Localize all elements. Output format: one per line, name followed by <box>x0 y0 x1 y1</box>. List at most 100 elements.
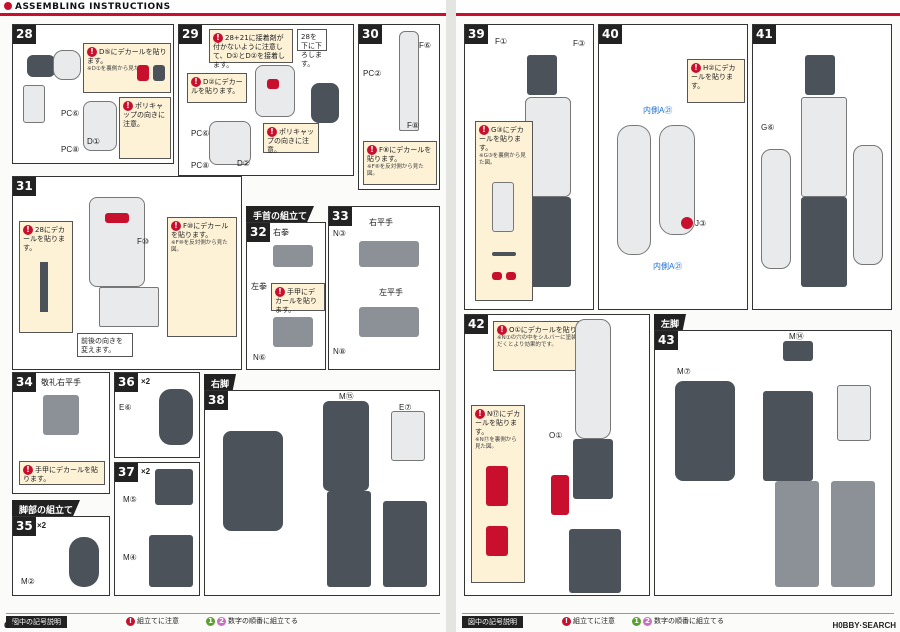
attention-icon: ! <box>367 145 377 155</box>
step-number: 38 <box>205 391 228 410</box>
part-shape <box>273 245 313 267</box>
step-30-panel: 30 F⑥ PC② F⑧ !F⑧にデカールを貼ります。※F⑧を反対側から見た図。 <box>358 24 440 190</box>
orientation-note: 前後の向きを変えます。 <box>77 333 133 357</box>
attention-icon: ! <box>497 325 507 335</box>
part-shape <box>527 55 557 95</box>
order-two-icon: 2 <box>643 617 652 626</box>
decal-swatch <box>506 272 516 280</box>
legend-title: 図中の記号説明 <box>462 616 523 628</box>
step-36-panel: 36 ×2 E⑥ <box>114 372 200 458</box>
part-shape <box>783 341 813 361</box>
decal-swatch <box>40 262 48 312</box>
part-shape <box>327 491 371 587</box>
step-number: 42 <box>465 315 488 334</box>
legend-item: !組立てに注意 <box>126 616 179 626</box>
page-number: 07 <box>4 621 16 630</box>
glue-note: !28+21に接着剤が付かないように注意して、D①とD②を接着します。 <box>209 29 293 69</box>
step-number: 29 <box>179 25 202 44</box>
section-heading: 手首の組立て <box>246 206 315 225</box>
part-shape <box>853 145 883 265</box>
step-39-panel: 39 !G③にデカールを貼ります。※G③を裏側から見た図。 F① F③ <box>464 24 594 310</box>
step-number: 35 <box>13 517 36 536</box>
step-31-panel: 31 !28にデカールを貼ります。 !F⑩にデカールを貼ります。※F⑩を反対側か… <box>12 176 242 370</box>
step-43-panel: 43 M⑭ M⑦ <box>654 330 892 596</box>
side-note: 28を下に下ろします。 <box>297 29 327 68</box>
part-shape <box>69 537 99 587</box>
part-shape <box>311 83 339 123</box>
step-number: 32 <box>247 223 270 242</box>
part-shape <box>323 401 369 491</box>
part-shape <box>209 121 251 165</box>
order-one-icon: 1 <box>206 617 215 626</box>
decal-swatch <box>267 79 279 89</box>
step-number: 37 <box>115 463 138 482</box>
polycap-note: !ポリキャップの向きに注意。 <box>119 97 171 159</box>
part-shape <box>27 55 55 77</box>
part-shape <box>83 101 117 151</box>
step-37-panel: 37 ×2 M⑤ M④ <box>114 462 200 596</box>
part-shape <box>837 385 871 441</box>
decal-swatch <box>137 65 149 81</box>
part-shape <box>775 481 819 587</box>
step-number: 36 <box>115 373 138 392</box>
part-shape <box>551 475 569 515</box>
attention-icon: ! <box>87 47 97 57</box>
decal-note: !H②にデカールを貼ります。 <box>687 59 745 103</box>
part-shape <box>801 97 847 197</box>
decal-swatch <box>153 65 165 81</box>
attention-icon: ! <box>126 617 135 626</box>
part-shape <box>359 241 419 267</box>
part-shape <box>99 287 159 327</box>
decal-note: !D②にデカールを貼ります。 <box>187 73 247 103</box>
attention-icon: ! <box>191 77 201 87</box>
part-shape <box>223 431 283 531</box>
step-number: 39 <box>465 25 488 44</box>
right-page: 39 !G③にデカールを貼ります。※G③を裏側から見た図。 F① F③ 40 !… <box>456 0 900 632</box>
gutter <box>446 0 456 632</box>
order-two-icon: 2 <box>217 617 226 626</box>
part-shape <box>159 389 193 445</box>
part-shape <box>391 411 425 461</box>
decal-note: !N⑰にデカールを貼ります。※N⑰を裏側から見た図。 <box>471 405 525 583</box>
step-number: 41 <box>753 25 776 44</box>
decal-note: !28にデカールを貼ります。 <box>19 221 73 333</box>
step-32-panel: 32 右拳 左拳 !手甲にデカールを貼ります。 N⑥ <box>246 222 326 370</box>
attention-icon: ! <box>691 63 701 73</box>
part-shape <box>89 197 145 287</box>
decal-swatch <box>492 272 502 280</box>
polycap-note: !ポリキャップの向きに注意。 <box>263 123 319 154</box>
part-shape <box>53 50 81 80</box>
decal-note: !F⑧にデカールを貼ります。※F⑧を反対側から見た図。 <box>363 141 437 185</box>
left-page: ASSEMBLING INSTRUCTIONS 28 !D⑤にデカールを貼ります… <box>0 0 446 632</box>
step-41-panel: 41 G⑥ <box>752 24 892 310</box>
part-shape <box>801 197 847 287</box>
step-number: 30 <box>359 25 382 44</box>
attention-icon: ! <box>23 225 33 235</box>
section-heading: 左脚 <box>654 314 687 333</box>
attention-icon: ! <box>479 125 489 135</box>
decal-swatch <box>486 466 508 506</box>
part-shape <box>399 31 419 131</box>
part-shape <box>573 439 613 499</box>
part-shape <box>831 481 875 587</box>
watermark-brand: H0BBY·SEARCH <box>832 621 896 630</box>
attention-icon: ! <box>267 127 277 137</box>
decal-swatch <box>492 182 514 232</box>
step-number: 33 <box>329 207 352 226</box>
page-title: ASSEMBLING INSTRUCTIONS <box>4 2 171 12</box>
part-shape <box>359 307 419 337</box>
part-shape <box>383 501 427 587</box>
step-40-panel: 40 !H②にデカールを貼ります。 内側A㉑ 内側A㉑ J③ <box>598 24 748 310</box>
attention-icon: ! <box>213 33 223 43</box>
step-number: 40 <box>599 25 622 44</box>
order-one-icon: 1 <box>632 617 641 626</box>
part-shape <box>23 85 45 123</box>
decal-note: !手甲にデカールを貼ります。 <box>271 283 325 314</box>
attention-icon: ! <box>275 287 285 297</box>
part-shape <box>569 529 621 593</box>
decal-note: !F⑩にデカールを貼ります。※F⑩を反対側から見た図。 <box>167 217 237 337</box>
decal-swatch <box>105 213 129 223</box>
decal-note: !G③にデカールを貼ります。※G③を裏側から見た図。 <box>475 121 533 301</box>
